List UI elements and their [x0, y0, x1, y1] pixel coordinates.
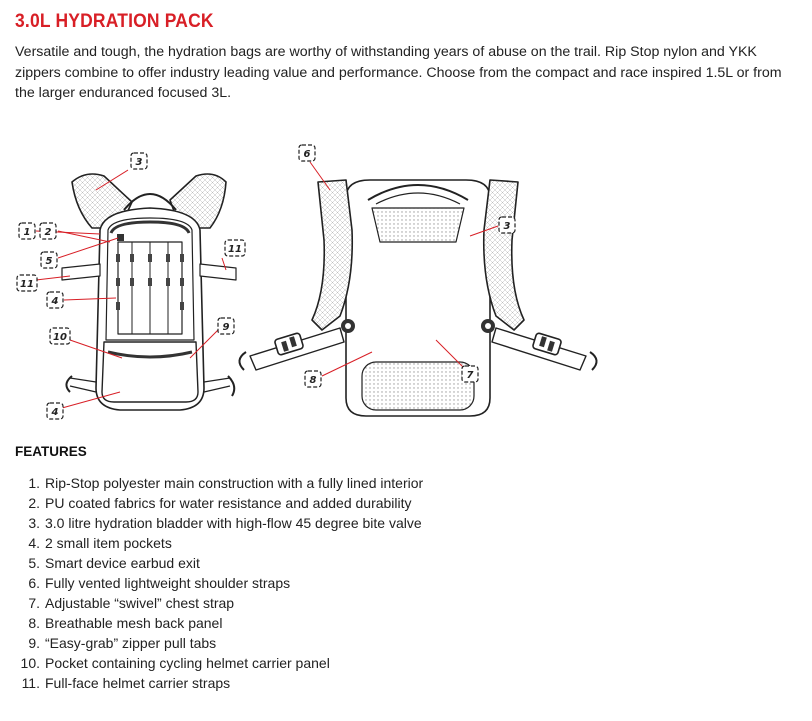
callout-4-front-lower: 4	[46, 402, 64, 420]
callout-2-front: 2	[39, 222, 57, 240]
svg-text:6: 6	[304, 149, 311, 160]
back-callout-lines	[309, 161, 499, 377]
svg-text:3: 3	[136, 157, 143, 168]
callout-1-front: 1	[18, 222, 36, 240]
feature-item: 8Breathable mesh back panel	[15, 613, 423, 633]
callout-11-front-left: 11	[16, 274, 38, 292]
page-title: 3.0L HYDRATION PACK	[15, 11, 214, 32]
intro-paragraph: Versatile and tough, the hydration bags …	[15, 44, 782, 101]
svg-text:4: 4	[51, 296, 59, 307]
svg-text:11: 11	[20, 279, 34, 290]
callout-5-front: 5	[40, 251, 58, 269]
svg-text:7: 7	[467, 370, 474, 381]
svg-text:10: 10	[53, 332, 67, 343]
feature-item: 1Rip-Stop polyester main construction wi…	[15, 473, 423, 493]
svg-text:1: 1	[24, 227, 31, 238]
callout-4-front-upper: 4	[46, 291, 64, 309]
back-callouts: 6 3 8 7	[298, 144, 516, 388]
feature-item: 5Smart device earbud exit	[15, 553, 423, 573]
callout-3-front: 3	[130, 152, 148, 170]
svg-text:9: 9	[223, 322, 230, 333]
feature-item: 6Fully vented lightweight shoulder strap…	[15, 573, 423, 593]
svg-text:2: 2	[45, 227, 52, 238]
feature-item: 9“Easy-grab” zipper pull tabs	[15, 633, 423, 653]
features-heading: FEATURES	[15, 444, 87, 459]
front-callouts: 3 1 2 5 11 11 4 9	[16, 152, 246, 420]
feature-item: 10Pocket containing cycling helmet carri…	[15, 653, 423, 673]
callout-6-back: 6	[298, 144, 316, 162]
callout-11-front-right: 11	[224, 239, 246, 257]
features-list: 1Rip-Stop polyester main construction wi…	[15, 473, 424, 693]
callout-3-back: 3	[498, 216, 516, 234]
callout-8-back: 8	[304, 370, 322, 388]
feature-item: 42 small item pockets	[15, 533, 423, 553]
front-view	[61, 173, 237, 411]
svg-text:3: 3	[504, 221, 511, 232]
feature-item: 2PU coated fabrics for water resistance …	[15, 493, 423, 513]
feature-item: 33.0 litre hydration bladder with high-f…	[15, 513, 423, 533]
svg-text:11: 11	[228, 244, 242, 255]
svg-text:8: 8	[310, 375, 317, 386]
svg-text:5: 5	[46, 256, 53, 267]
callout-7-back: 7	[461, 365, 479, 383]
callout-10-front: 10	[49, 327, 71, 345]
feature-item: 7Adjustable “swivel” chest strap	[15, 593, 423, 613]
callout-9-front: 9	[217, 317, 235, 335]
back-view	[238, 179, 598, 417]
hydration-pack-diagram: 3 1 2 5 11 11 4 9	[16, 144, 598, 420]
svg-text:4: 4	[51, 407, 59, 418]
feature-item: 11Full-face helmet carrier straps	[15, 673, 423, 693]
